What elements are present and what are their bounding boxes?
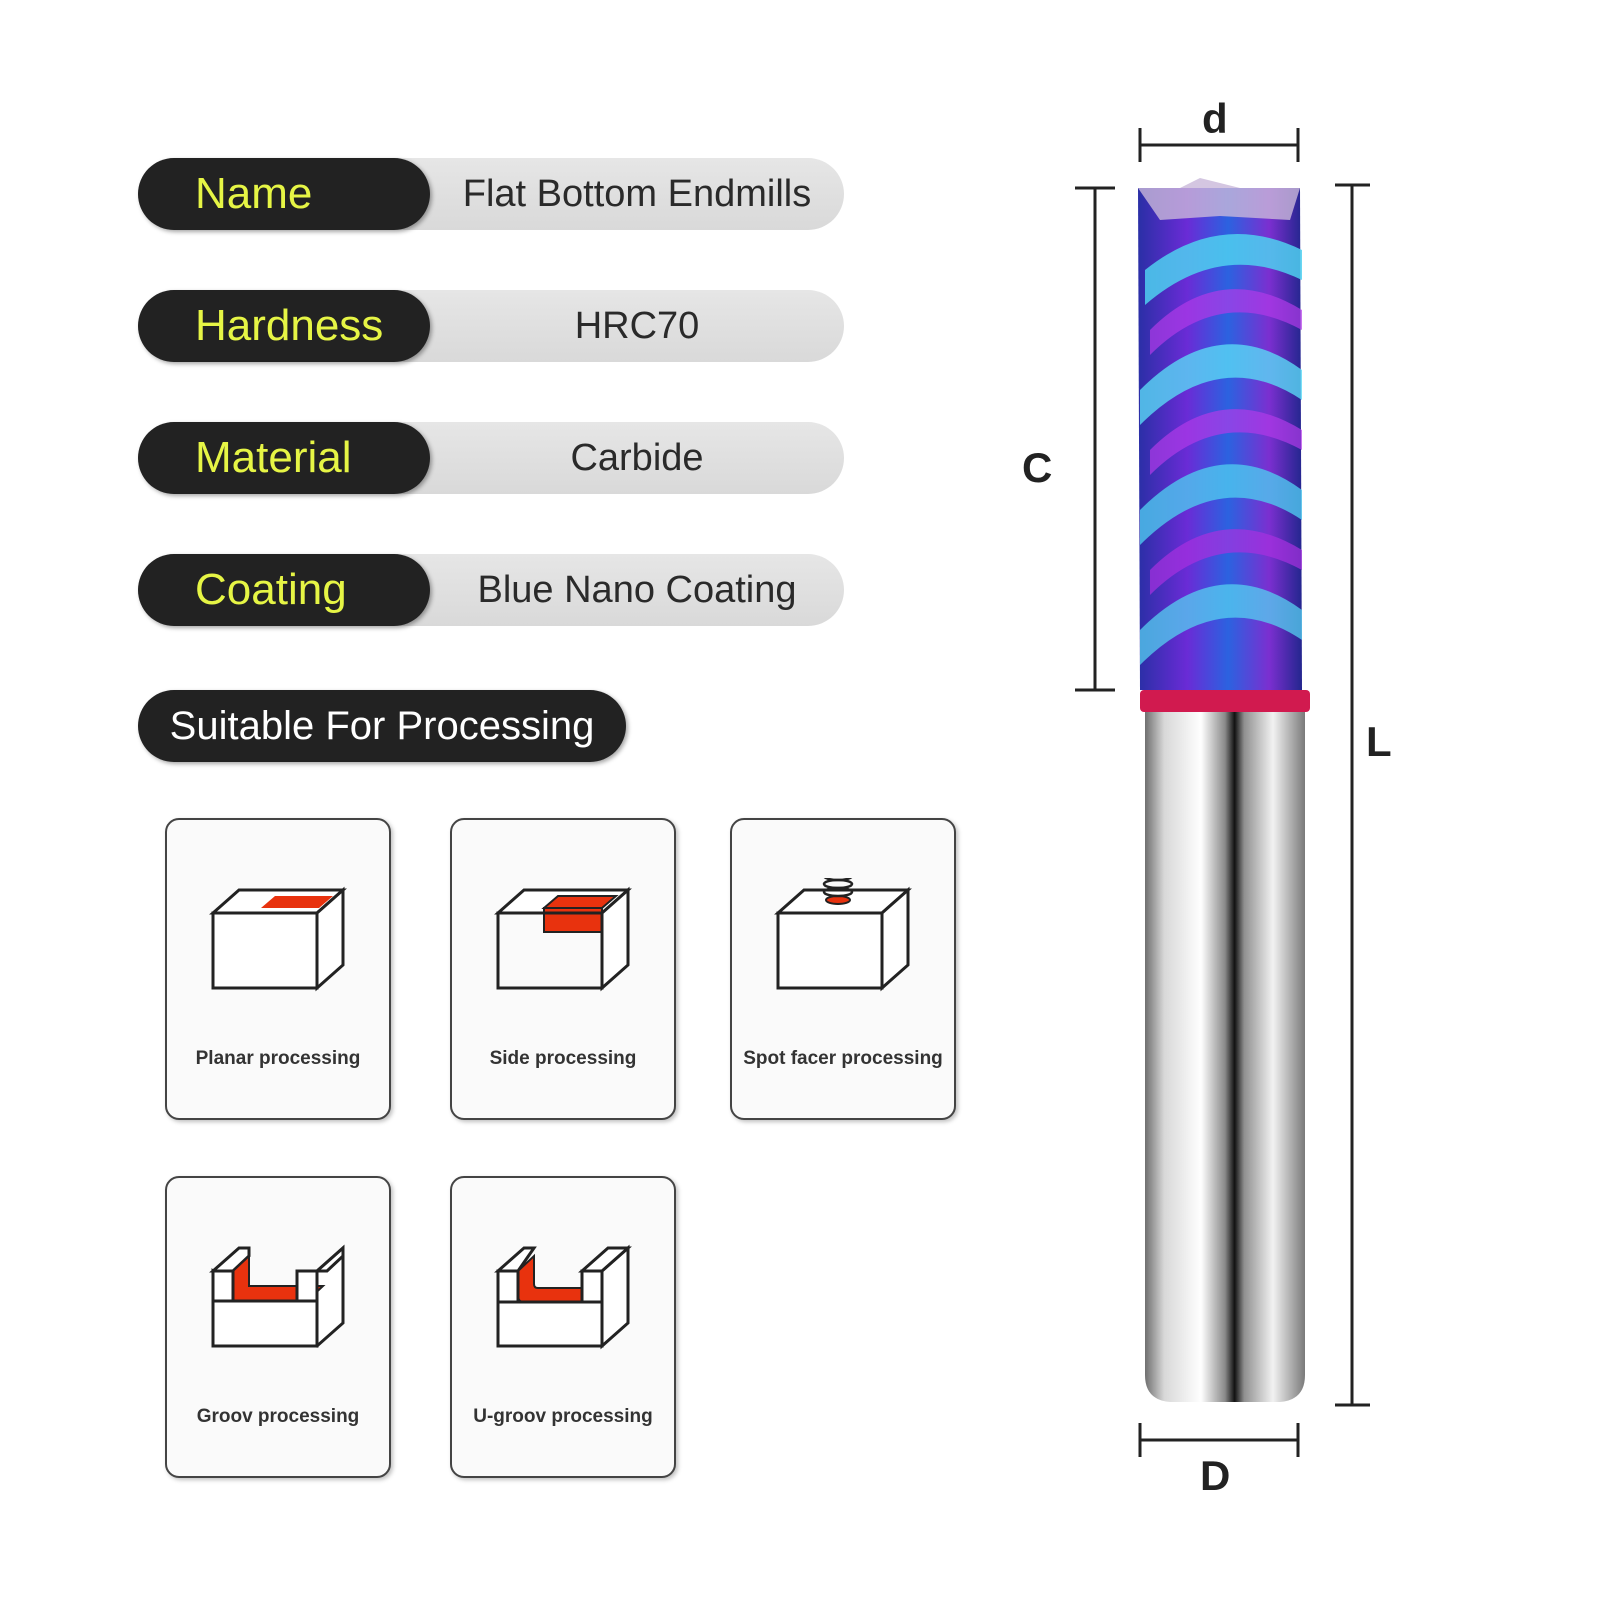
- processing-card-groove: Groov processing: [165, 1176, 391, 1478]
- processing-label: Planar processing: [195, 1048, 361, 1069]
- u-groove-processing-icon: [494, 1244, 632, 1350]
- section-title: Suitable For Processing: [138, 690, 626, 762]
- spec-row-name: Name Flat Bottom Endmills: [138, 158, 844, 230]
- spec-label-background: [138, 422, 430, 494]
- spec-value: Carbide: [570, 437, 704, 479]
- dimension-label-big-d: D: [1200, 1452, 1231, 1499]
- processing-card-planar: Planar processing: [165, 818, 391, 1120]
- spec-value: Flat Bottom Endmills: [462, 173, 812, 215]
- processing-label: Side processing: [489, 1048, 637, 1069]
- end-mill-illustration: [1075, 128, 1370, 1457]
- spec-row-coating: Coating Blue Nano Coating: [138, 554, 844, 626]
- spec-label: Material: [195, 433, 352, 482]
- spec-label: Hardness: [195, 301, 384, 350]
- coating-ring: [1140, 690, 1310, 712]
- dimension-label-d: d: [1202, 95, 1228, 142]
- dimension-label-l: L: [1366, 718, 1392, 765]
- side-processing-icon: [494, 886, 632, 992]
- spec-row-hardness: Hardness HRC70: [138, 290, 844, 362]
- spec-row-material: Material Carbide: [138, 422, 844, 494]
- spec-value: HRC70: [574, 305, 700, 347]
- processing-card-u-groove: U-groov processing: [450, 1176, 676, 1478]
- spec-value: Blue Nano Coating: [477, 569, 797, 611]
- planar-processing-icon: [209, 886, 347, 992]
- spec-label: Name: [195, 169, 313, 218]
- spec-label-background: [138, 554, 430, 626]
- processing-label: Groov processing: [196, 1406, 360, 1427]
- end-mill-shank: [1145, 710, 1305, 1402]
- processing-label: U-groov processing: [473, 1406, 653, 1427]
- dimension-label-c: C: [1022, 444, 1053, 491]
- processing-label: Spot facer processing: [743, 1048, 943, 1069]
- groove-processing-icon: [209, 1244, 345, 1348]
- spec-label: Coating: [195, 565, 347, 614]
- spec-label-background: [138, 290, 430, 362]
- spot-facer-processing-icon: [774, 878, 912, 992]
- spec-label-background: [138, 158, 430, 230]
- processing-card-side: Side processing: [450, 818, 676, 1120]
- processing-card-spot-facer: Spot facer processing: [730, 818, 956, 1120]
